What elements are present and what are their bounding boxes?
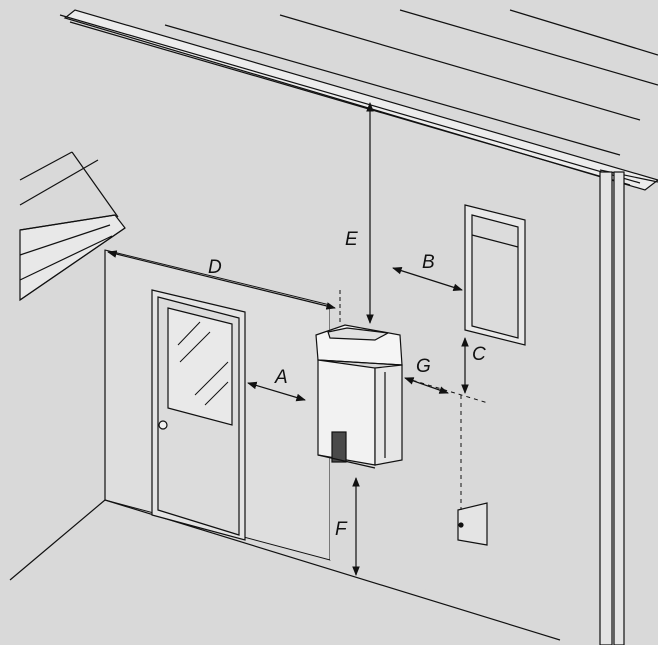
top-roof — [59, 9, 658, 191]
label-A: A — [274, 367, 288, 388]
label-C: C — [472, 344, 486, 365]
label-E: E — [345, 229, 358, 250]
door — [151, 289, 246, 541]
water-heater — [315, 324, 403, 469]
arrow-D — [107, 250, 336, 310]
left-roof — [19, 151, 126, 500]
corner-pipe — [599, 171, 625, 645]
arrow-G — [404, 377, 449, 394]
label-B: B — [422, 252, 435, 273]
window — [464, 204, 526, 346]
arrow-A — [247, 381, 306, 402]
label-G: G — [416, 356, 431, 377]
arrow-B — [392, 266, 463, 292]
outlet-box — [457, 502, 488, 546]
label-D: D — [208, 257, 222, 278]
label-F: F — [335, 519, 348, 540]
dimension-arrows — [107, 102, 469, 576]
